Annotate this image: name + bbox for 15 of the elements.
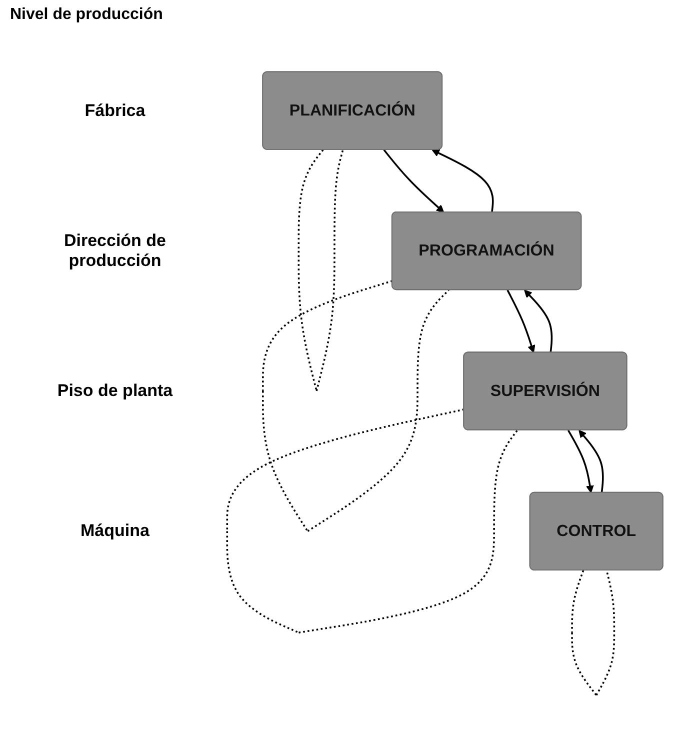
connector	[262, 280, 450, 532]
arrow	[432, 149, 494, 212]
arrow	[383, 149, 444, 213]
level-label: Dirección de producción	[62, 230, 168, 271]
connector	[226, 408, 518, 634]
level-label: Piso de planta	[56, 380, 174, 401]
level-label: Máquina	[80, 521, 150, 542]
arrow	[506, 290, 536, 353]
arrow	[524, 290, 553, 353]
arrow	[578, 430, 604, 493]
connector	[298, 149, 344, 392]
diagram-title: Nivel de producción	[10, 6, 163, 24]
level-label: Fábrica	[84, 100, 146, 121]
arrow	[567, 430, 594, 494]
connector	[571, 570, 616, 696]
